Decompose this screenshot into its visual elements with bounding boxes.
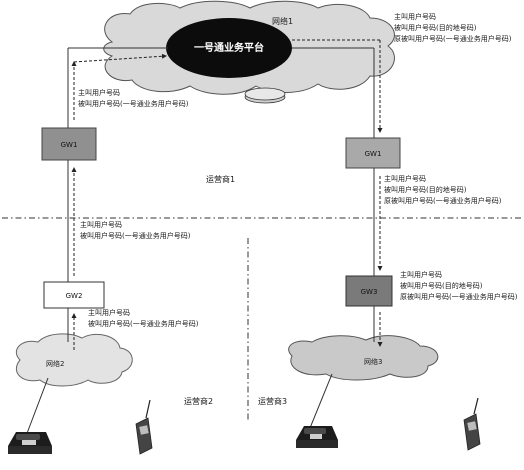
platform-ellipse <box>166 18 292 78</box>
network1-label: 网络1 <box>272 16 293 26</box>
annotation-left-upper: 主叫用户号码 被叫用户号码(一号通业务用户号码) <box>78 89 189 108</box>
signal-arrows <box>71 39 383 350</box>
gw1-right-box <box>345 137 401 169</box>
link-lines <box>67 47 375 342</box>
network3-cloud <box>288 335 439 381</box>
router-icon <box>244 87 286 104</box>
gw2-label: GW2 <box>66 292 83 300</box>
platform-label: 一号通业务平台 <box>194 41 264 54</box>
operator1-label: 运营商1 <box>206 175 236 184</box>
annotation-left-lower: 主叫用户号码 被叫用户号码(一号通业务用户号码) <box>88 309 199 328</box>
mobile-phone-icon-left <box>135 399 153 455</box>
gw1-right-label: GW1 <box>365 150 382 158</box>
annotation-right-middle: 主叫用户号码 被叫用户号码(目的地号码) 原被叫用户号码(一号通业务用户号码) <box>384 175 502 205</box>
annotation-right-lower: 主叫用户号码 被叫用户号码(目的地号码) 原被叫用户号码(一号通业务用户号码) <box>400 271 518 301</box>
operator3-label: 运营商3 <box>258 397 288 406</box>
annotation-top-right: 主叫用户号码 被叫用户号码(目的地号码) 原被叫用户号码(一号通业务用户号码) <box>394 13 512 43</box>
gw1-left-box <box>41 127 97 161</box>
gw2-box <box>43 281 105 309</box>
terminal-links <box>25 373 333 437</box>
operator2-label: 运营商2 <box>184 397 214 406</box>
mobile-phone-icon-right <box>463 397 481 451</box>
gw3-label: GW3 <box>361 288 378 296</box>
network3-label: 网络3 <box>364 357 382 366</box>
annotation-left-middle: 主叫用户号码 被叫用户号码(一号通业务用户号码) <box>80 221 191 240</box>
gw1-left-label: GW1 <box>61 141 78 149</box>
gw3-box <box>345 275 393 307</box>
desk-phone-icon-left <box>8 432 52 454</box>
network2-cloud <box>15 333 133 387</box>
network2-label: 网络2 <box>46 359 64 368</box>
desk-phone-icon-right <box>296 426 338 448</box>
